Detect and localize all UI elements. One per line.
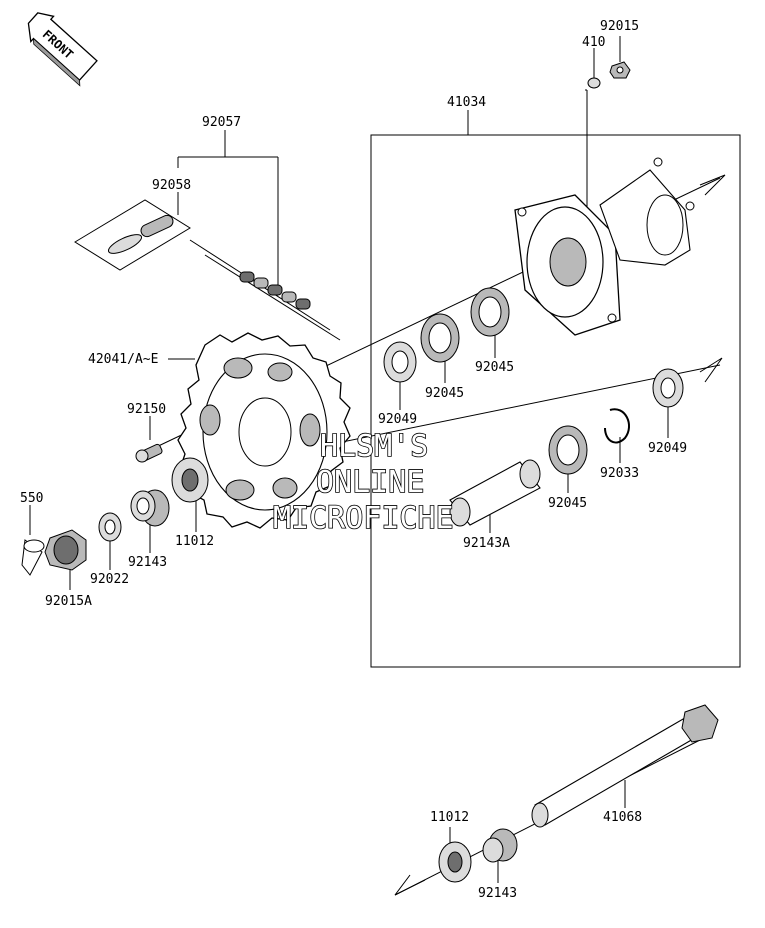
cotter-pin <box>21 539 45 576</box>
rear-sprocket <box>177 332 351 529</box>
label-11012-bottom: 11012 <box>430 810 469 825</box>
nut-92015 <box>609 61 631 79</box>
label-92143A: 92143A <box>463 536 510 551</box>
label-41034: 41034 <box>447 95 486 110</box>
leader-lines <box>29 36 669 883</box>
watermark-line1: HLSM'S <box>320 429 428 464</box>
drive-chain <box>189 239 341 341</box>
watermark: HLSM'S ONLINE MICROFICHE <box>272 428 454 537</box>
label-92045-b: 92045 <box>475 360 514 375</box>
oil-seal-bottom <box>438 841 472 883</box>
label-550: 550 <box>20 491 43 506</box>
oil-seal-left <box>171 457 209 503</box>
label-42041: 42041/A~E <box>88 352 158 367</box>
label-410: 410 <box>582 35 605 50</box>
circlip <box>604 408 630 444</box>
label-41068: 41068 <box>603 810 642 825</box>
label-92033: 92033 <box>600 466 639 481</box>
label-92049-center: 92049 <box>378 412 417 427</box>
hub-assembly-box <box>370 134 741 668</box>
collar-bottom <box>482 828 518 863</box>
label-92045-a: 92045 <box>425 386 464 401</box>
bearing-a <box>420 313 460 363</box>
bearing-b <box>470 287 510 337</box>
label-92015A: 92015A <box>45 594 92 609</box>
rear-axle <box>531 704 719 828</box>
spacer-92049-right <box>652 368 684 408</box>
bearing-c <box>548 425 588 475</box>
label-11012-left: 11012 <box>175 534 214 549</box>
watermark-line3: MICROFICHE <box>273 501 454 536</box>
label-92143-left: 92143 <box>128 555 167 570</box>
rear-hub <box>514 157 695 336</box>
spacer-92049-center <box>383 341 417 383</box>
label-92057: 92057 <box>202 115 241 130</box>
castle-nut <box>44 529 87 571</box>
front-direction-badge: FRONT <box>27 12 98 87</box>
label-92045-c: 92045 <box>548 496 587 511</box>
sprocket-bolt <box>135 443 163 463</box>
spacer-tube <box>449 459 541 527</box>
label-92015: 92015 <box>600 19 639 34</box>
label-92143-bottom: 92143 <box>478 886 517 901</box>
watermark-line2: ONLINE <box>316 465 424 500</box>
master-link-kit <box>74 199 191 271</box>
collar-left <box>130 489 170 527</box>
label-92058: 92058 <box>152 178 191 193</box>
label-92150: 92150 <box>127 402 166 417</box>
label-92022: 92022 <box>90 572 129 587</box>
washer-410 <box>587 77 601 89</box>
label-92049-right: 92049 <box>648 441 687 456</box>
